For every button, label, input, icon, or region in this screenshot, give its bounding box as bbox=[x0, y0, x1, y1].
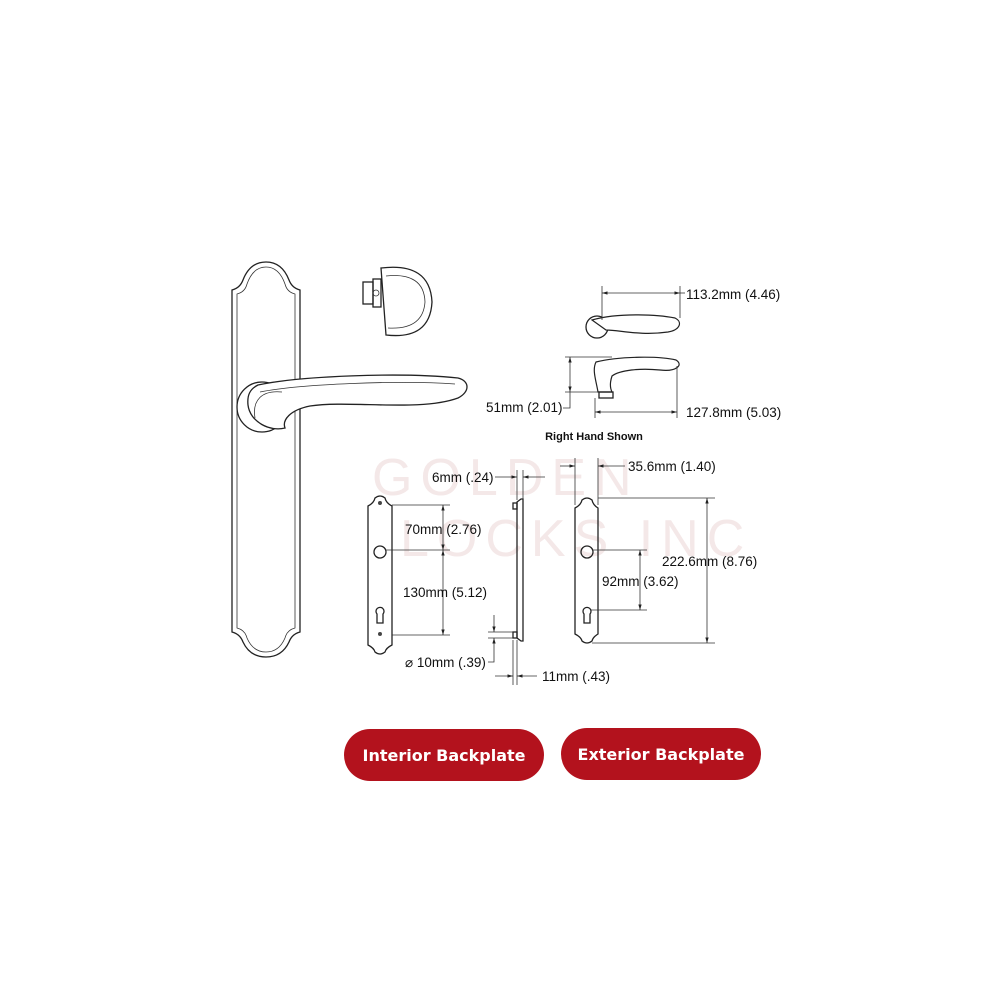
right-hand-shown-note: Right Hand Shown bbox=[545, 431, 643, 443]
watermark-line1: GOLDEN bbox=[372, 449, 640, 507]
dim-boss-depth: 11mm (.43) bbox=[542, 669, 610, 684]
dim-spindle-to-bottom: 130mm (5.12) bbox=[403, 585, 487, 600]
lever-side-view bbox=[563, 356, 680, 418]
exterior-plate-front bbox=[560, 458, 715, 644]
dim-screw-diameter: ⌀ 10mm (.39) bbox=[405, 655, 486, 670]
dim-plate-width: 35.6mm (1.40) bbox=[628, 459, 716, 474]
dim-lever-side-length: 127.8mm (5.03) bbox=[686, 405, 781, 420]
interior-plate-front bbox=[367, 495, 450, 655]
dim-lever-height: 51mm (2.01) bbox=[486, 400, 563, 415]
interior-backplate-button[interactable]: Interior Backplate bbox=[344, 729, 544, 781]
lever-end-view bbox=[362, 266, 433, 337]
watermark-line2: LOCKS INC bbox=[400, 510, 752, 568]
dim-plate-thickness: 6mm (.24) bbox=[432, 470, 494, 485]
dim-lever-top-length: 113.2mm (4.46) bbox=[686, 287, 780, 302]
lever-top-view bbox=[585, 286, 685, 339]
dim-plate-height: 222.6mm (8.76) bbox=[662, 554, 757, 569]
dim-spindle-to-cylinder: 92mm (3.62) bbox=[602, 574, 679, 589]
exterior-backplate-button[interactable]: Exterior Backplate bbox=[561, 728, 761, 780]
dim-top-to-spindle: 70mm (2.76) bbox=[405, 522, 482, 537]
large-backplate-with-lever bbox=[231, 261, 468, 658]
plate-side-profile bbox=[488, 470, 545, 685]
